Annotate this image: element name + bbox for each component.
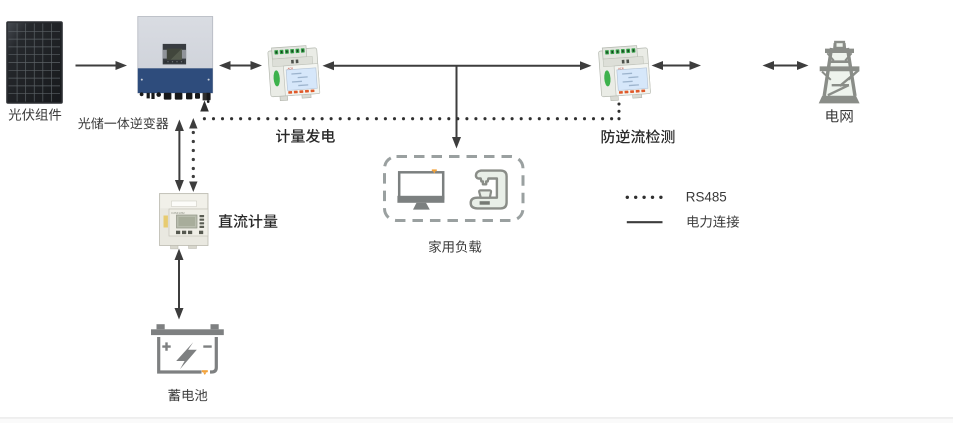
svg-text:DJSF1352: DJSF1352 — [172, 211, 186, 215]
svg-text:RS485: RS485 — [686, 189, 727, 204]
